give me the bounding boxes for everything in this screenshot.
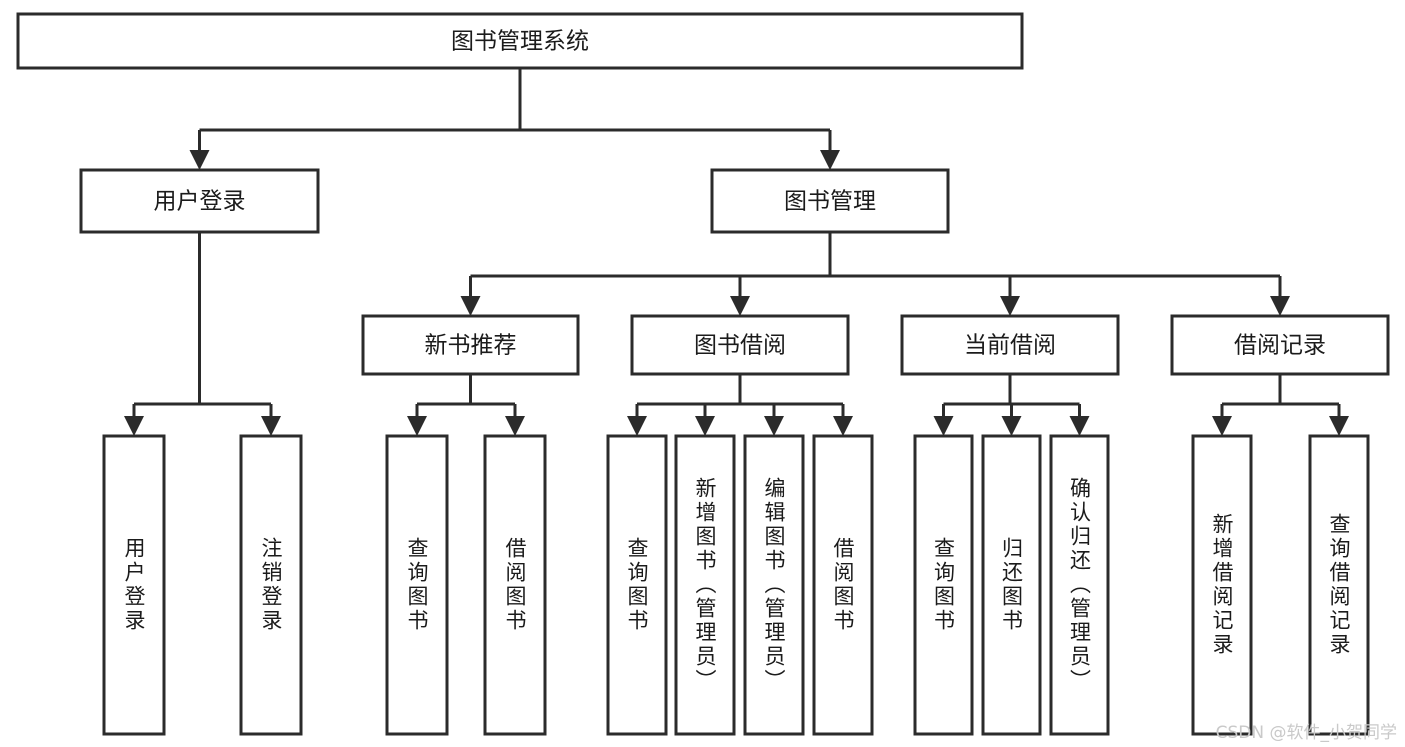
node-leaf-query-borrow-record[interactable]: 查询借阅记录 xyxy=(1308,434,1370,736)
node-label: 图书管理 xyxy=(784,189,876,215)
node-label: 借阅图书 xyxy=(831,537,855,633)
node-label: 确认归还（管理员） xyxy=(1068,477,1092,693)
node-label: 当前借阅 xyxy=(964,333,1056,359)
node-rect xyxy=(483,434,547,736)
node-rect xyxy=(606,434,668,736)
connector-arrowhead xyxy=(1069,416,1090,436)
node-label: 注销登录 xyxy=(259,537,283,633)
node-rect xyxy=(900,314,1120,376)
connector-arrowhead xyxy=(764,416,784,436)
node-label: 归还图书 xyxy=(1000,537,1024,633)
connector-arrowhead xyxy=(1270,296,1290,316)
node-rect xyxy=(239,434,303,736)
node-rect xyxy=(913,434,974,736)
node-label: 查询图书 xyxy=(625,537,649,633)
connector-arrowhead xyxy=(1329,416,1349,436)
connector-arrowhead xyxy=(820,150,840,170)
node-label: 新增图书（管理员） xyxy=(693,477,717,693)
connector-arrowhead xyxy=(730,296,750,316)
node-leaf-confirm-return-admin[interactable]: 确认归还（管理员） xyxy=(1049,434,1110,736)
node-leaf-borrow-book[interactable]: 借阅图书 xyxy=(812,434,874,736)
node-label: 图书管理系统 xyxy=(451,29,589,55)
connector-arrowhead xyxy=(933,416,954,436)
connector-arrowhead xyxy=(1000,296,1020,316)
node-leaf-add-borrow-record[interactable]: 新增借阅记录 xyxy=(1191,434,1253,736)
node-rect xyxy=(102,434,166,736)
node-leaf-user-login[interactable]: 用户登录 xyxy=(102,434,166,736)
node-user-login[interactable]: 用户登录 xyxy=(79,168,320,234)
node-label: 借阅图书 xyxy=(503,537,527,633)
node-leaf-query-book-rec[interactable]: 查询图书 xyxy=(385,434,449,736)
node-label: 用户登录 xyxy=(154,189,246,215)
connector-arrowhead xyxy=(505,416,525,436)
node-rect xyxy=(981,434,1042,736)
node-rect xyxy=(1049,434,1110,736)
node-borrow-record[interactable]: 借阅记录 xyxy=(1170,314,1390,376)
node-rect xyxy=(16,12,1024,70)
node-label: 查询借阅记录 xyxy=(1327,513,1351,657)
connector-arrowhead xyxy=(189,150,210,170)
node-label: 借阅记录 xyxy=(1234,333,1326,359)
connector-arrowhead xyxy=(1001,416,1022,436)
node-label: 用户登录 xyxy=(122,537,146,633)
node-leaf-edit-book-admin[interactable]: 编辑图书（管理员） xyxy=(743,434,805,736)
connector-arrowhead xyxy=(627,416,647,436)
node-leaf-borrow-book-rec[interactable]: 借阅图书 xyxy=(483,434,547,736)
node-label: 编辑图书（管理员） xyxy=(762,477,786,693)
connector-arrowhead xyxy=(407,416,427,436)
node-rect xyxy=(812,434,874,736)
node-layer: 图书管理系统用户登录图书管理新书推荐图书借阅当前借阅借阅记录用户登录注销登录查询… xyxy=(16,12,1390,736)
node-label: 查询图书 xyxy=(932,537,956,633)
node-label: 图书借阅 xyxy=(694,333,786,359)
node-rect xyxy=(1191,434,1253,736)
node-label: 新增借阅记录 xyxy=(1210,513,1234,657)
connector-arrowhead xyxy=(1212,416,1232,436)
node-current-borrow[interactable]: 当前借阅 xyxy=(900,314,1120,376)
node-leaf-logout-login[interactable]: 注销登录 xyxy=(239,434,303,736)
connector-arrowhead xyxy=(124,416,144,436)
node-root[interactable]: 图书管理系统 xyxy=(16,12,1024,70)
node-book-borrow[interactable]: 图书借阅 xyxy=(630,314,850,376)
connector-arrowhead xyxy=(460,296,481,316)
node-rect xyxy=(1308,434,1370,736)
node-book-management[interactable]: 图书管理 xyxy=(710,168,950,234)
connector-arrowhead xyxy=(261,416,281,436)
node-rect xyxy=(710,168,950,234)
connector-layer xyxy=(124,68,1349,436)
node-rect xyxy=(743,434,805,736)
node-label: 新书推荐 xyxy=(425,333,517,359)
node-leaf-add-book-admin[interactable]: 新增图书（管理员） xyxy=(674,434,736,736)
node-leaf-query-book-current[interactable]: 查询图书 xyxy=(913,434,974,736)
connector-arrowhead xyxy=(695,416,715,436)
node-label: 查询图书 xyxy=(405,537,429,633)
node-rect xyxy=(630,314,850,376)
connector-arrowhead xyxy=(833,416,853,436)
node-rect xyxy=(361,314,580,376)
node-rect xyxy=(79,168,320,234)
node-leaf-return-book[interactable]: 归还图书 xyxy=(981,434,1042,736)
node-leaf-query-book-borrow[interactable]: 查询图书 xyxy=(606,434,668,736)
node-rect xyxy=(674,434,736,736)
node-rect xyxy=(1170,314,1390,376)
node-rect xyxy=(385,434,449,736)
node-new-book-recommend[interactable]: 新书推荐 xyxy=(361,314,580,376)
